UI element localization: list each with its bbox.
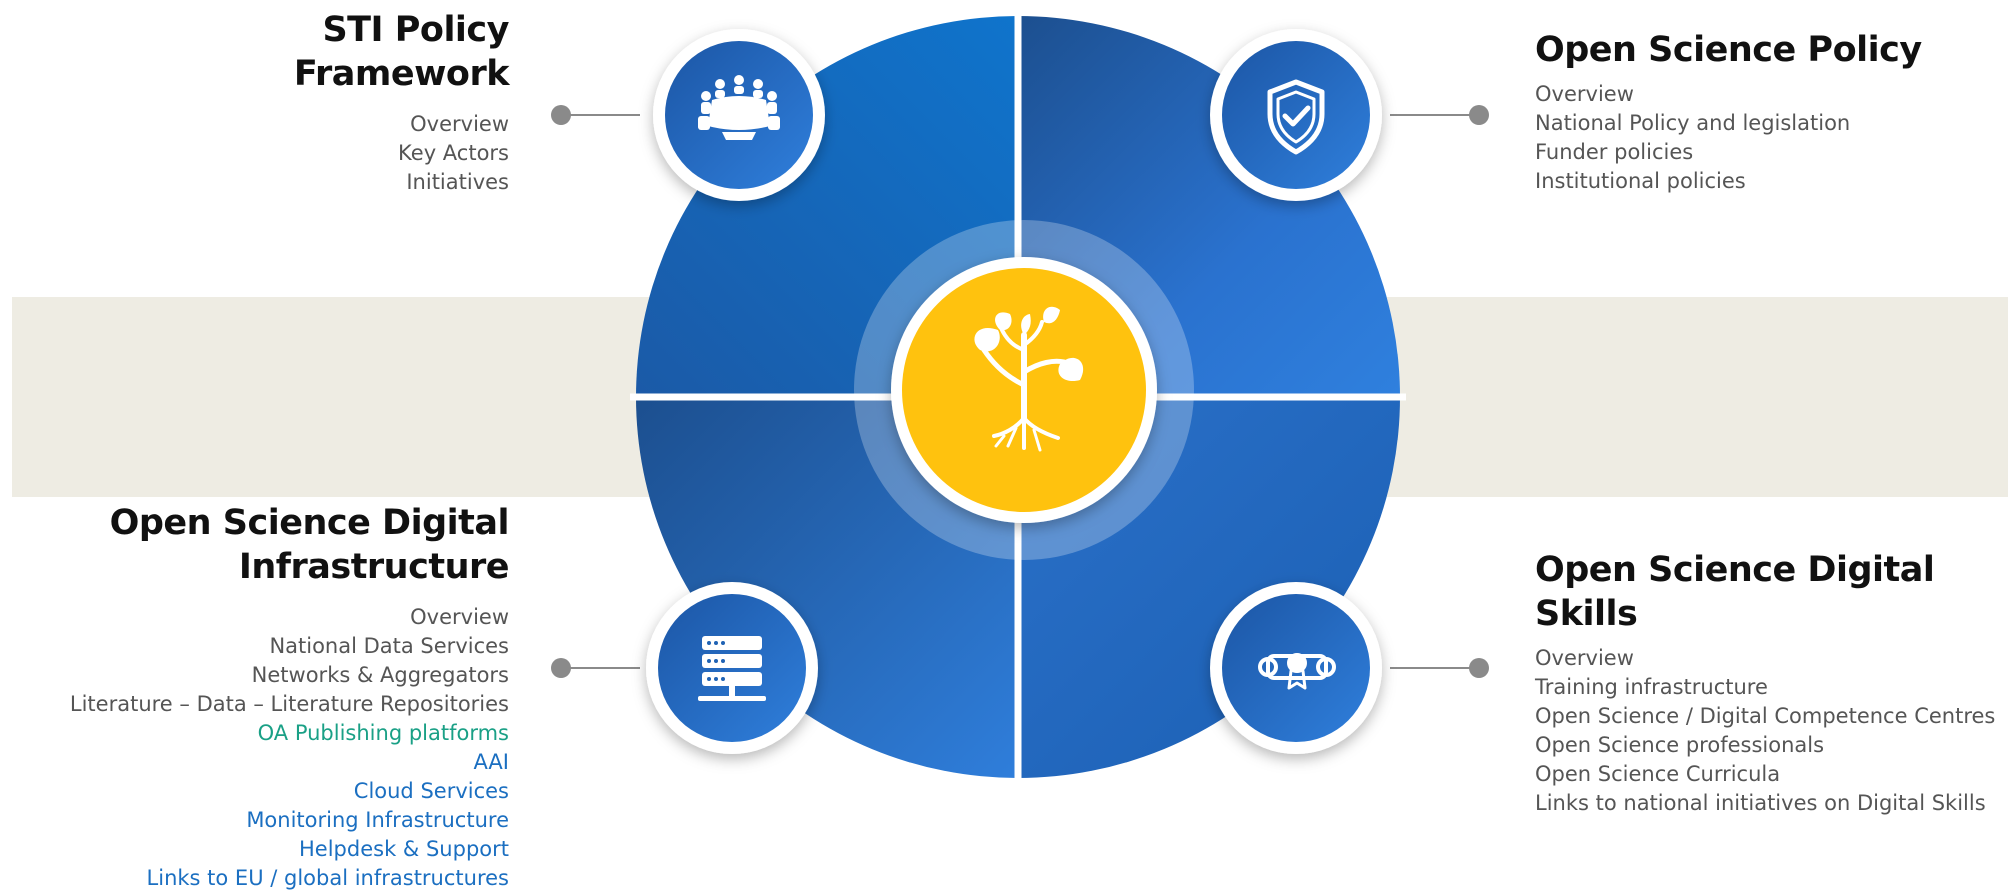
sprout-with-roots-icon bbox=[974, 306, 1084, 452]
section-open-science-digital-infrastructure: Open Science Digital Infrastructure Over… bbox=[70, 501, 510, 893]
connector-sti bbox=[551, 105, 640, 125]
diploma-scroll-icon bbox=[1258, 653, 1336, 690]
quadrant-bottom-right bbox=[1018, 397, 1400, 778]
conference-table-icon bbox=[698, 75, 780, 140]
badge-osp bbox=[1210, 29, 1382, 201]
osds-item-list: Overview Training infrastructure Open Sc… bbox=[1535, 644, 1995, 818]
server-stack-icon bbox=[698, 636, 766, 701]
sti-title: STI Policy Framework bbox=[293, 8, 510, 96]
quadrant-bottom-left bbox=[636, 397, 1018, 778]
osdi-item-repositories: Literature – Data – Literature Repositor… bbox=[69, 692, 509, 716]
osds-item-curricula: Open Science Curricula bbox=[1535, 762, 1781, 786]
osdi-title: Open Science Digital Infrastructure bbox=[70, 501, 510, 589]
sti-item-list: Overview Key Actors Initiatives bbox=[294, 110, 509, 197]
osdi-item-helpdesk-support: Helpdesk & Support bbox=[299, 837, 509, 861]
osp-item-national-policy: National Policy and legislation bbox=[1535, 111, 1851, 135]
connector-osds bbox=[1390, 658, 1489, 678]
quadrant-top-left bbox=[636, 16, 1018, 397]
connector-osdi bbox=[551, 658, 640, 678]
section-open-science-policy: Open Science Policy Overview National Po… bbox=[1535, 28, 1922, 196]
osds-item-training-infrastructure: Training infrastructure bbox=[1535, 675, 1768, 699]
osp-item-overview: Overview bbox=[1535, 82, 1634, 106]
sti-item-initiatives: Initiatives bbox=[406, 170, 509, 194]
osdi-title-line2: Infrastructure bbox=[238, 547, 510, 587]
osp-item-list: Overview National Policy and legislation… bbox=[1535, 80, 1922, 196]
shield-check-icon bbox=[1267, 79, 1325, 155]
section-open-science-digital-skills: Open Science Digital Skills Overview Tra… bbox=[1535, 548, 1995, 818]
sti-item-key-actors: Key Actors bbox=[398, 141, 509, 165]
badge-osds bbox=[1210, 582, 1382, 754]
osds-item-professionals: Open Science professionals bbox=[1535, 733, 1825, 757]
connector-osp bbox=[1390, 105, 1489, 125]
osdi-item-networks-aggregators: Networks & Aggregators bbox=[251, 663, 509, 687]
sti-title-line1: STI Policy bbox=[322, 10, 509, 50]
osdi-title-line1: Open Science Digital bbox=[109, 503, 510, 543]
osds-item-links-national-initiatives: Links to national initiatives on Digital… bbox=[1535, 791, 1986, 815]
osds-title: Open Science Digital Skills bbox=[1535, 548, 1995, 636]
osp-item-funder-policies: Funder policies bbox=[1535, 140, 1694, 164]
sti-item-overview: Overview bbox=[410, 112, 509, 136]
osds-title-line1: Open Science Digital bbox=[1535, 550, 1935, 590]
badge-sti bbox=[653, 29, 825, 201]
osdi-item-national-data-services: National Data Services bbox=[269, 634, 509, 658]
osdi-item-cloud-services: Cloud Services bbox=[353, 779, 509, 803]
badge-osdi bbox=[646, 582, 818, 754]
osdi-item-overview: Overview bbox=[410, 605, 509, 629]
osds-item-overview: Overview bbox=[1535, 646, 1634, 670]
osdi-item-list: Overview National Data Services Networks… bbox=[70, 603, 509, 893]
osdi-item-oa-publishing-platforms: OA Publishing platforms bbox=[257, 721, 509, 745]
section-sti-policy-framework: STI Policy Framework Overview Key Actors… bbox=[293, 8, 510, 197]
sti-title-line2: Framework bbox=[293, 54, 510, 94]
osp-item-institutional-policies: Institutional policies bbox=[1535, 169, 1746, 193]
osdi-item-aai: AAI bbox=[473, 750, 509, 774]
osp-title: Open Science Policy bbox=[1535, 30, 1922, 70]
osds-item-competence-centres: Open Science / Digital Competence Centre… bbox=[1535, 704, 1996, 728]
osdi-item-monitoring-infrastructure: Monitoring Infrastructure bbox=[246, 808, 509, 832]
osds-title-line2: Skills bbox=[1535, 594, 1638, 634]
